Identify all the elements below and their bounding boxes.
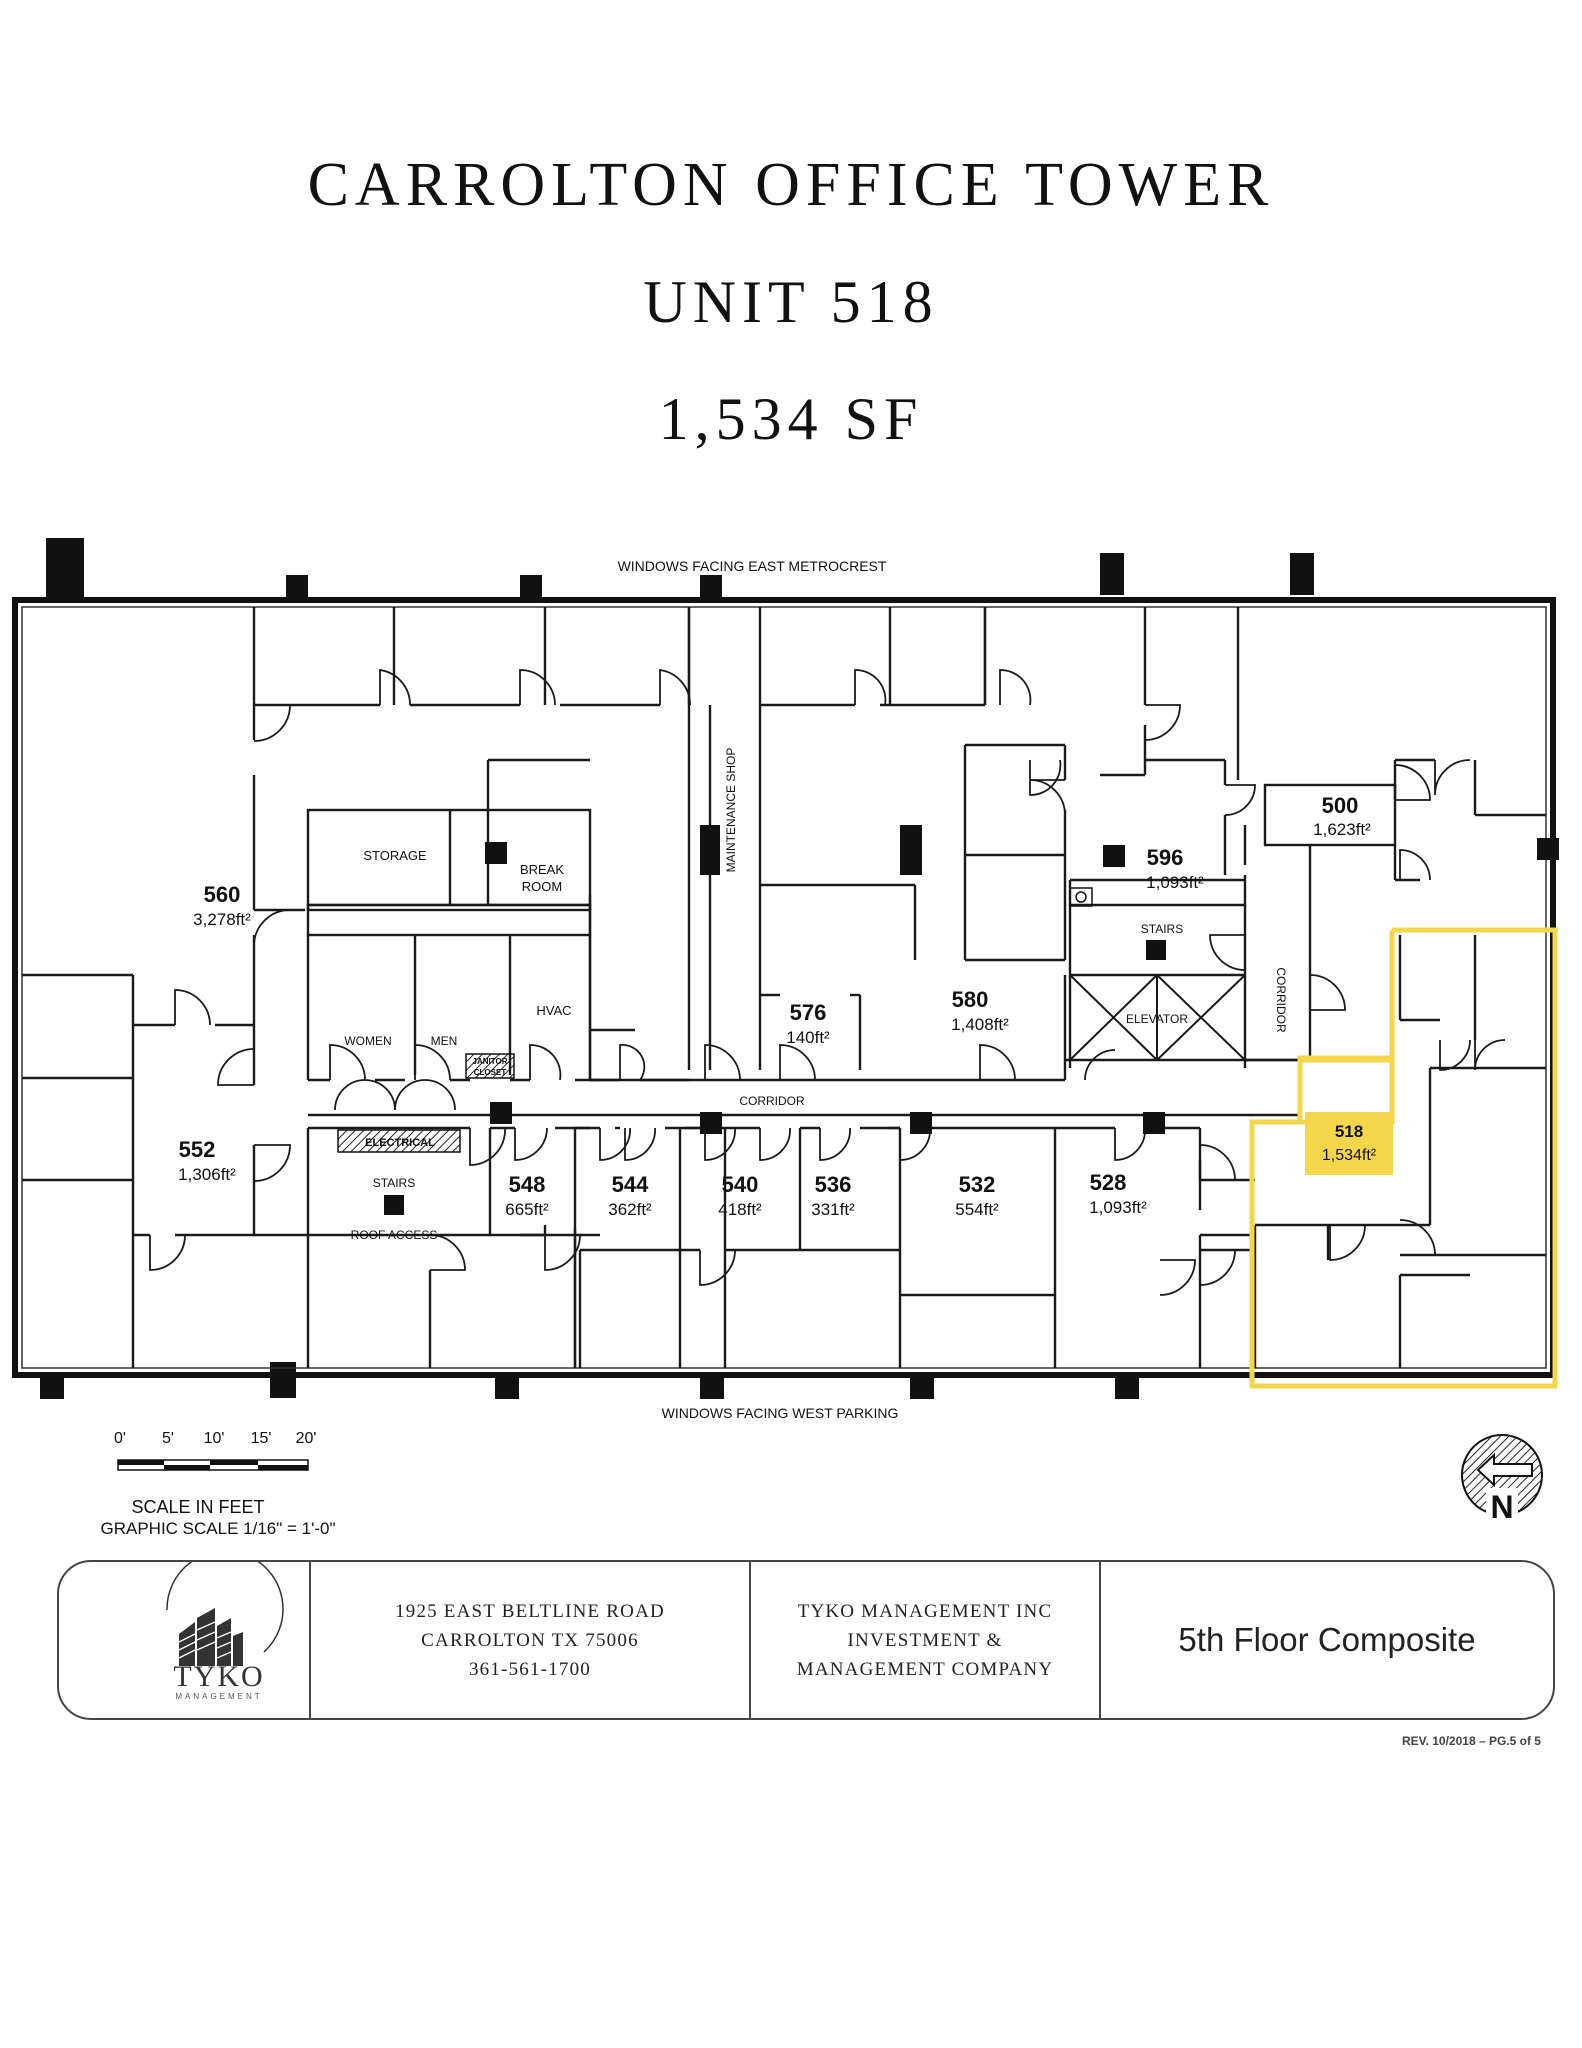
unit-532: 532 554ft² [955,1172,999,1219]
svg-text:1,306ft²: 1,306ft² [178,1165,236,1184]
unit-548: 548 665ft² [505,1172,549,1219]
electrical-room [337,1129,461,1153]
svg-text:1,093ft²: 1,093ft² [1146,873,1204,892]
svg-text:5': 5' [162,1430,174,1447]
area-title: 1,534 SF [658,386,924,452]
svg-text:1,093ft²: 1,093ft² [1089,1198,1147,1217]
men-label: MEN [431,1034,458,1048]
hvac-label: HVAC [536,1003,571,1018]
stairs-west-label: STAIRS [373,1176,415,1190]
interior-walls [22,607,1546,1368]
svg-text:140ft²: 140ft² [786,1028,830,1047]
stairs-east-label: STAIRS [1141,922,1183,936]
column-piers [40,538,1559,1399]
svg-text:418ft²: 418ft² [718,1200,762,1219]
tyko-logo: TYKO MANAGEMENT [59,1562,309,1718]
unit-518-outline [1249,927,1558,1389]
unit-528: 528 1,093ft² [1089,1170,1147,1217]
svg-text:560: 560 [204,882,241,907]
svg-text:3,278ft²: 3,278ft² [193,910,251,929]
interior-columns [485,825,1165,1134]
company-cell: TYKO MANAGEMENT INC INVESTMENT & MANAGEM… [749,1562,1099,1718]
svg-text:576: 576 [790,1000,827,1025]
unit-576: 576 140ft² [786,1000,830,1047]
svg-text:536: 536 [815,1172,852,1197]
logo-sub: MANAGEMENT [175,1692,263,1701]
unit-536: 536 331ft² [811,1172,855,1219]
address-line-1: 1925 EAST BELTLINE ROAD [395,1600,665,1622]
svg-text:532: 532 [959,1172,996,1197]
address-line-2: CARROLTON TX 75006 [421,1629,639,1651]
janitor-label-2: CLOSET [474,1068,507,1077]
svg-text:1,623ft²: 1,623ft² [1313,820,1371,839]
company-line-3: MANAGEMENT COMPANY [796,1658,1054,1680]
svg-text:554ft²: 554ft² [955,1200,999,1219]
svg-text:540: 540 [722,1172,759,1197]
break-room-label-2: ROOM [522,879,562,894]
east-windows-label: WINDOWS FACING EAST METROCREST [618,558,887,574]
revision-note: REV. 10/2018 – PG.5 of 5 [1402,1734,1541,1748]
svg-text:548: 548 [509,1172,546,1197]
svg-text:N: N [1490,1489,1513,1525]
svg-text:580: 580 [952,987,989,1012]
company-line-1: TYKO MANAGEMENT INC [797,1600,1053,1622]
west-windows-label: WINDOWS FACING WEST PARKING [662,1405,899,1421]
unit-580: 580 1,408ft² [951,987,1009,1034]
unit-596: 596 1,093ft² [1146,845,1204,892]
svg-text:552: 552 [179,1137,216,1162]
electrical-label: ELECTRICAL [365,1137,435,1149]
title-block: TYKO MANAGEMENT 1925 EAST BELTLINE ROAD … [57,1560,1555,1720]
sheet-cell: 5th Floor Composite [1099,1562,1553,1718]
svg-text:331ft²: 331ft² [811,1200,855,1219]
svg-text:1,408ft²: 1,408ft² [951,1015,1009,1034]
svg-text:GRAPHIC SCALE 1/16" = 1'-0": GRAPHIC SCALE 1/16" = 1'-0" [101,1519,336,1538]
unit-500: 500 1,623ft² [1313,793,1371,839]
maintenance-shop-label: MAINTENANCE SHOP [724,748,738,873]
address-line-3: 361-561-1700 [468,1658,592,1680]
unit-552: 552 1,306ft² [178,1137,236,1184]
svg-text:SCALE IN FEET: SCALE IN FEET [131,1497,264,1517]
roof-access-label: ROOF ACCESS [351,1228,438,1242]
logo-name: TYKO [173,1660,265,1693]
svg-text:596: 596 [1147,845,1184,870]
svg-text:528: 528 [1090,1170,1127,1195]
unit-518-tag [1305,1112,1393,1175]
corridor-label-v: CORRIDOR [1274,967,1288,1033]
svg-text:15': 15' [251,1430,272,1447]
company-line-2: INVESTMENT & [847,1629,1003,1651]
corridor-label-h: CORRIDOR [739,1094,805,1108]
svg-text:1,534ft²: 1,534ft² [1322,1147,1377,1164]
elevator-shaft [1069,974,1246,1061]
unit-560: 560 3,278ft² [193,882,251,929]
sheet-title: 5th Floor Composite [1178,1621,1476,1658]
unit-544: 544 362ft² [608,1172,652,1219]
floor-plan: WINDOWS FACING EAST METROCREST WINDOWS F… [12,538,1559,1538]
address-cell: 1925 EAST BELTLINE ROAD CARROLTON TX 750… [309,1562,749,1718]
svg-text:0': 0' [114,1430,126,1447]
janitor-label-1: JANITOR [473,1057,508,1066]
janitor-closet [465,1053,515,1079]
elevator-label: ELEVATOR [1126,1012,1188,1026]
svg-text:665ft²: 665ft² [505,1200,549,1219]
stair-icons [384,887,1166,1215]
svg-text:518: 518 [1335,1122,1363,1141]
scale-bar: 0' 5' 10' 15' 20' SCALE IN FEET GRAPHIC … [101,1430,336,1538]
break-room-label-1: BREAK [520,862,564,877]
unit-title: UNIT 518 [643,269,939,335]
svg-text:10': 10' [204,1430,225,1447]
storage-label: STORAGE [363,848,427,863]
north-arrow-icon: N [1461,1434,1543,1525]
building-title: CARROLTON OFFICE TOWER [307,151,1275,219]
svg-text:544: 544 [612,1172,649,1197]
women-label: WOMEN [344,1034,391,1048]
svg-text:20': 20' [296,1430,317,1447]
outer-wall [12,597,1556,1378]
svg-text:500: 500 [1322,793,1359,818]
unit-540: 540 418ft² [718,1172,762,1219]
unit-518: 518 1,534ft² [1322,1122,1377,1164]
svg-text:362ft²: 362ft² [608,1200,652,1219]
